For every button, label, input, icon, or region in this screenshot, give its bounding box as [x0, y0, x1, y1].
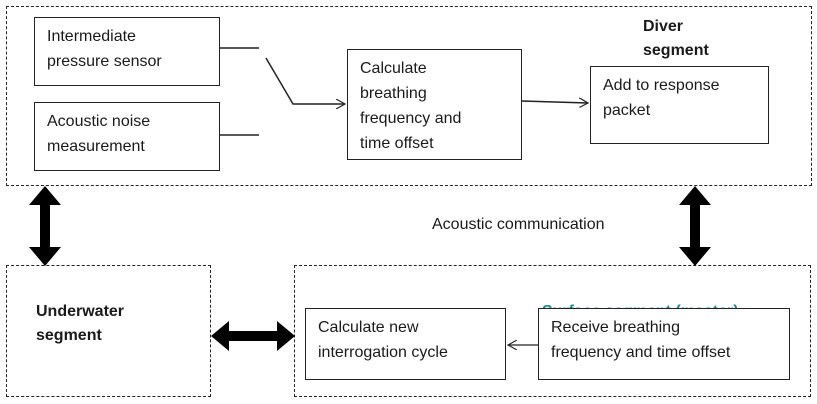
surface-segment-container: [294, 265, 811, 397]
pressure-sensor-box: Intermediate pressure sensor: [34, 17, 220, 86]
calc-cycle-box: Calculate new interrogation cycle: [305, 308, 506, 380]
noise-measurement-box: Acoustic noise measurement: [34, 102, 220, 171]
diver-segment-container: [6, 6, 812, 186]
response-packet-box: Add to response packet: [590, 66, 769, 144]
calc-to-response-arrow: [521, 101, 588, 103]
sensor-switch-arrow: [265, 57, 345, 104]
underwater-segment-container: [6, 265, 211, 397]
underwater-segment-title: Underwater segment: [36, 303, 125, 344]
acoustic-communication-label: Acoustic communication: [432, 216, 605, 233]
receive-breathing-box: Receive breathing frequency and time off…: [538, 308, 790, 380]
underwater-surface-double-arrow: [211, 321, 295, 351]
diver-segment-title: Diver segment: [643, 18, 709, 59]
calc-breathing-box: Calculate breathing frequency and time o…: [347, 49, 522, 160]
diver-underwater-double-arrow: [29, 186, 61, 266]
acoustic-double-arrow: [679, 186, 711, 266]
